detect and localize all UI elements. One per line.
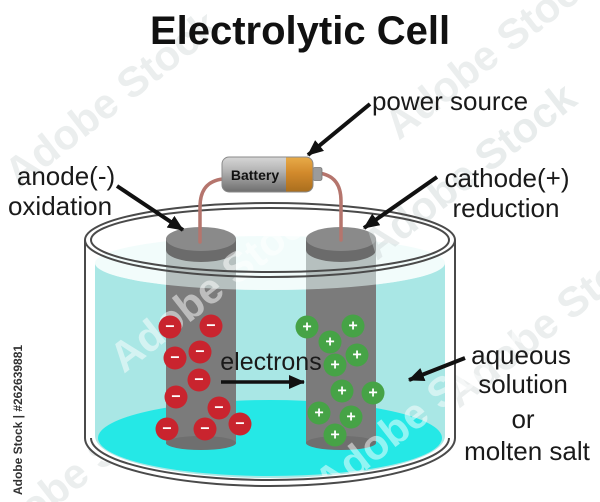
positive-ion-symbol: + [325, 334, 334, 351]
anode-wire [198, 177, 225, 244]
positive-ion [345, 343, 369, 367]
positive-ion-symbol: + [348, 318, 357, 335]
anode-process-label: oxidation [8, 191, 112, 221]
electrons-label: electrons [220, 348, 321, 376]
cathode-wire [316, 171, 343, 242]
negative-ion [164, 385, 188, 409]
battery: Battery [221, 156, 323, 193]
negative-ion [228, 412, 252, 436]
negative-ion-symbol: − [235, 416, 244, 433]
annotation-arrows [115, 102, 466, 382]
positive-ion [323, 353, 347, 377]
electron-flow: electrons [220, 348, 322, 389]
positive-ion-symbol: + [314, 405, 323, 422]
negative-ion [188, 340, 212, 364]
positive-ion-symbol: + [330, 427, 339, 444]
power-source-label: power source [372, 86, 528, 116]
negative-ion [199, 314, 223, 338]
watermark-credit: Adobe Stock | #262639881 [11, 345, 25, 495]
anode-rod-bottom [166, 436, 236, 450]
anode-label: anode(-) [17, 161, 115, 191]
solution-label-line4: molten salt [464, 436, 590, 466]
positive-ion [330, 379, 354, 403]
negative-ion-symbol: − [214, 400, 223, 417]
positive-ion-symbol: + [302, 319, 311, 336]
beaker-outline [84, 202, 456, 487]
solution-label-line1: aqueous [471, 340, 571, 370]
negative-ion-symbol: − [170, 350, 179, 367]
cathode-arrow [362, 175, 439, 230]
negative-ion-symbol: − [165, 319, 174, 336]
positive-ion [341, 314, 365, 338]
negative-ion-symbol: − [171, 389, 180, 406]
battery-label: Battery [231, 167, 279, 183]
negative-ion-symbol: − [194, 372, 203, 389]
solution-label-line2: solution [478, 369, 568, 399]
solution-label-line3: or [511, 404, 534, 434]
battery-outline [221, 156, 314, 193]
negative-ion-symbol: − [162, 421, 171, 438]
positive-ion-symbol: + [352, 347, 361, 364]
anode-ions: −−−−−−−−−− [155, 314, 252, 441]
beaker-inner-bottom [90, 437, 450, 481]
negative-ion [207, 396, 231, 420]
positive-ion [361, 381, 385, 405]
positive-ion-symbol: + [346, 409, 355, 426]
cathode-ions: ++++++++++ [295, 314, 385, 447]
beaker-rim-outer [84, 202, 456, 278]
cathode-process-label: reduction [453, 193, 560, 223]
beaker-outer-wall [84, 240, 456, 487]
wires [198, 171, 343, 244]
diagram-title: Electrolytic Cell [150, 9, 450, 53]
negative-ion [155, 417, 179, 441]
positive-ion [318, 330, 342, 354]
negative-ion-symbol: − [206, 318, 215, 335]
negative-ion [187, 368, 211, 392]
negative-ion [163, 346, 187, 370]
anode-arrow [115, 184, 185, 232]
positive-ion-symbol: + [368, 385, 377, 402]
battery-terminal-nub [312, 167, 323, 181]
negative-ion-symbol: − [195, 344, 204, 361]
positive-ion [295, 315, 319, 339]
positive-ion [307, 401, 331, 425]
positive-ion [339, 405, 363, 429]
positive-ion-symbol: + [337, 383, 346, 400]
negative-ion [158, 315, 182, 339]
negative-ion [193, 417, 217, 441]
battery-body-gray [222, 157, 288, 192]
cathode-label: cathode(+) [444, 163, 569, 193]
beaker-rim-inner [90, 207, 450, 273]
positive-ion [323, 423, 347, 447]
solution-arrow [408, 356, 466, 382]
negative-ion-symbol: − [200, 421, 209, 438]
positive-ion-symbol: + [330, 357, 339, 374]
power-source-arrow [306, 102, 372, 157]
text-labels: Electrolytic Cell power source anode(-) … [8, 9, 591, 466]
battery-positive-end [286, 157, 313, 192]
